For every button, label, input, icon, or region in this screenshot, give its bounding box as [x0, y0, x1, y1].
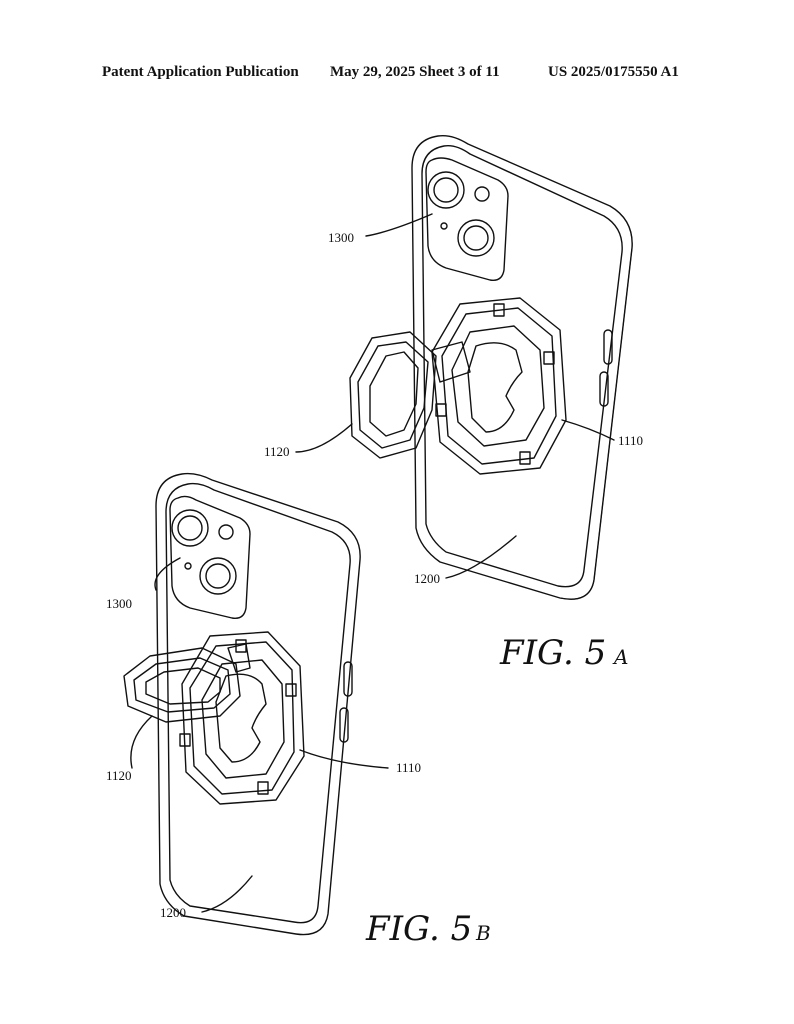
fig-5a-mount: [431, 297, 567, 475]
header-date-sheet: May 29, 2025 Sheet 3 of 11: [330, 64, 500, 80]
fig-5a-leader-ring: [295, 423, 353, 453]
fig-5b-label-ring: 1120: [106, 768, 132, 783]
fig-5b-drawing: [123, 472, 389, 936]
header-publication: Patent Application Publication: [102, 64, 299, 80]
fig-5b-volume-button-lower: [339, 707, 349, 743]
fig-5a-notch-right: [543, 351, 555, 365]
fig-5b-camera-module: [169, 495, 251, 619]
fig-5b-leader-ring: [130, 715, 153, 769]
fig-5b-phone-case: [155, 472, 361, 936]
fig-5a-phone-case: [411, 134, 633, 600]
fig-5b-leader-mount: [299, 749, 389, 769]
fig-5a-camera-module: [425, 157, 509, 281]
fig-5a-volume-button-lower: [599, 371, 609, 407]
fig-5b-leader-camera: [154, 557, 181, 591]
fig-5a-label-mount: 1110: [618, 433, 643, 448]
fig-5b-leader-case: [201, 875, 253, 913]
fig-5a-label-ring: 1120: [264, 444, 290, 459]
fig-5a-label-camera: 1300: [328, 230, 354, 245]
header-patent-number: US 2025/0175550 A1: [548, 64, 679, 80]
fig-5b-notch-left: [179, 733, 191, 747]
fig-5b-caption: FIG. 5: [365, 909, 472, 949]
fig-5a-notch-bottom: [519, 451, 531, 465]
fig-5a-ring: [349, 331, 471, 459]
fig-5a-volume-button-upper: [603, 329, 613, 365]
fig-5a-hinge: [431, 341, 471, 383]
fig-5a-notch-top: [493, 303, 505, 317]
fig-5a-label-case: 1200: [414, 571, 440, 586]
fig-5b-notch-right: [285, 683, 297, 697]
fig-5a-caption: FIG. 5: [499, 633, 606, 673]
fig-5a-leader-mount: [561, 419, 615, 441]
fig-5a-caption-suffix: A: [612, 645, 628, 669]
fig-5b-volume-button-upper: [343, 661, 353, 697]
fig-5b-caption-suffix: B: [475, 921, 491, 945]
fig-5b-ring: [123, 643, 251, 723]
fig-5b-label-case: 1200: [160, 905, 186, 920]
fig-5a-leader-case: [445, 535, 517, 579]
fig-5b-label-mount: 1110: [396, 760, 421, 775]
fig-5a-notch-left: [435, 403, 447, 417]
fig-5a-leader-camera: [365, 213, 433, 237]
fig-5b-notch-bottom: [257, 781, 269, 795]
fig-5b-hinge: [227, 643, 251, 673]
fig-5a-drawing: [295, 134, 633, 600]
fig-5b-label-camera: 1300: [106, 596, 132, 611]
